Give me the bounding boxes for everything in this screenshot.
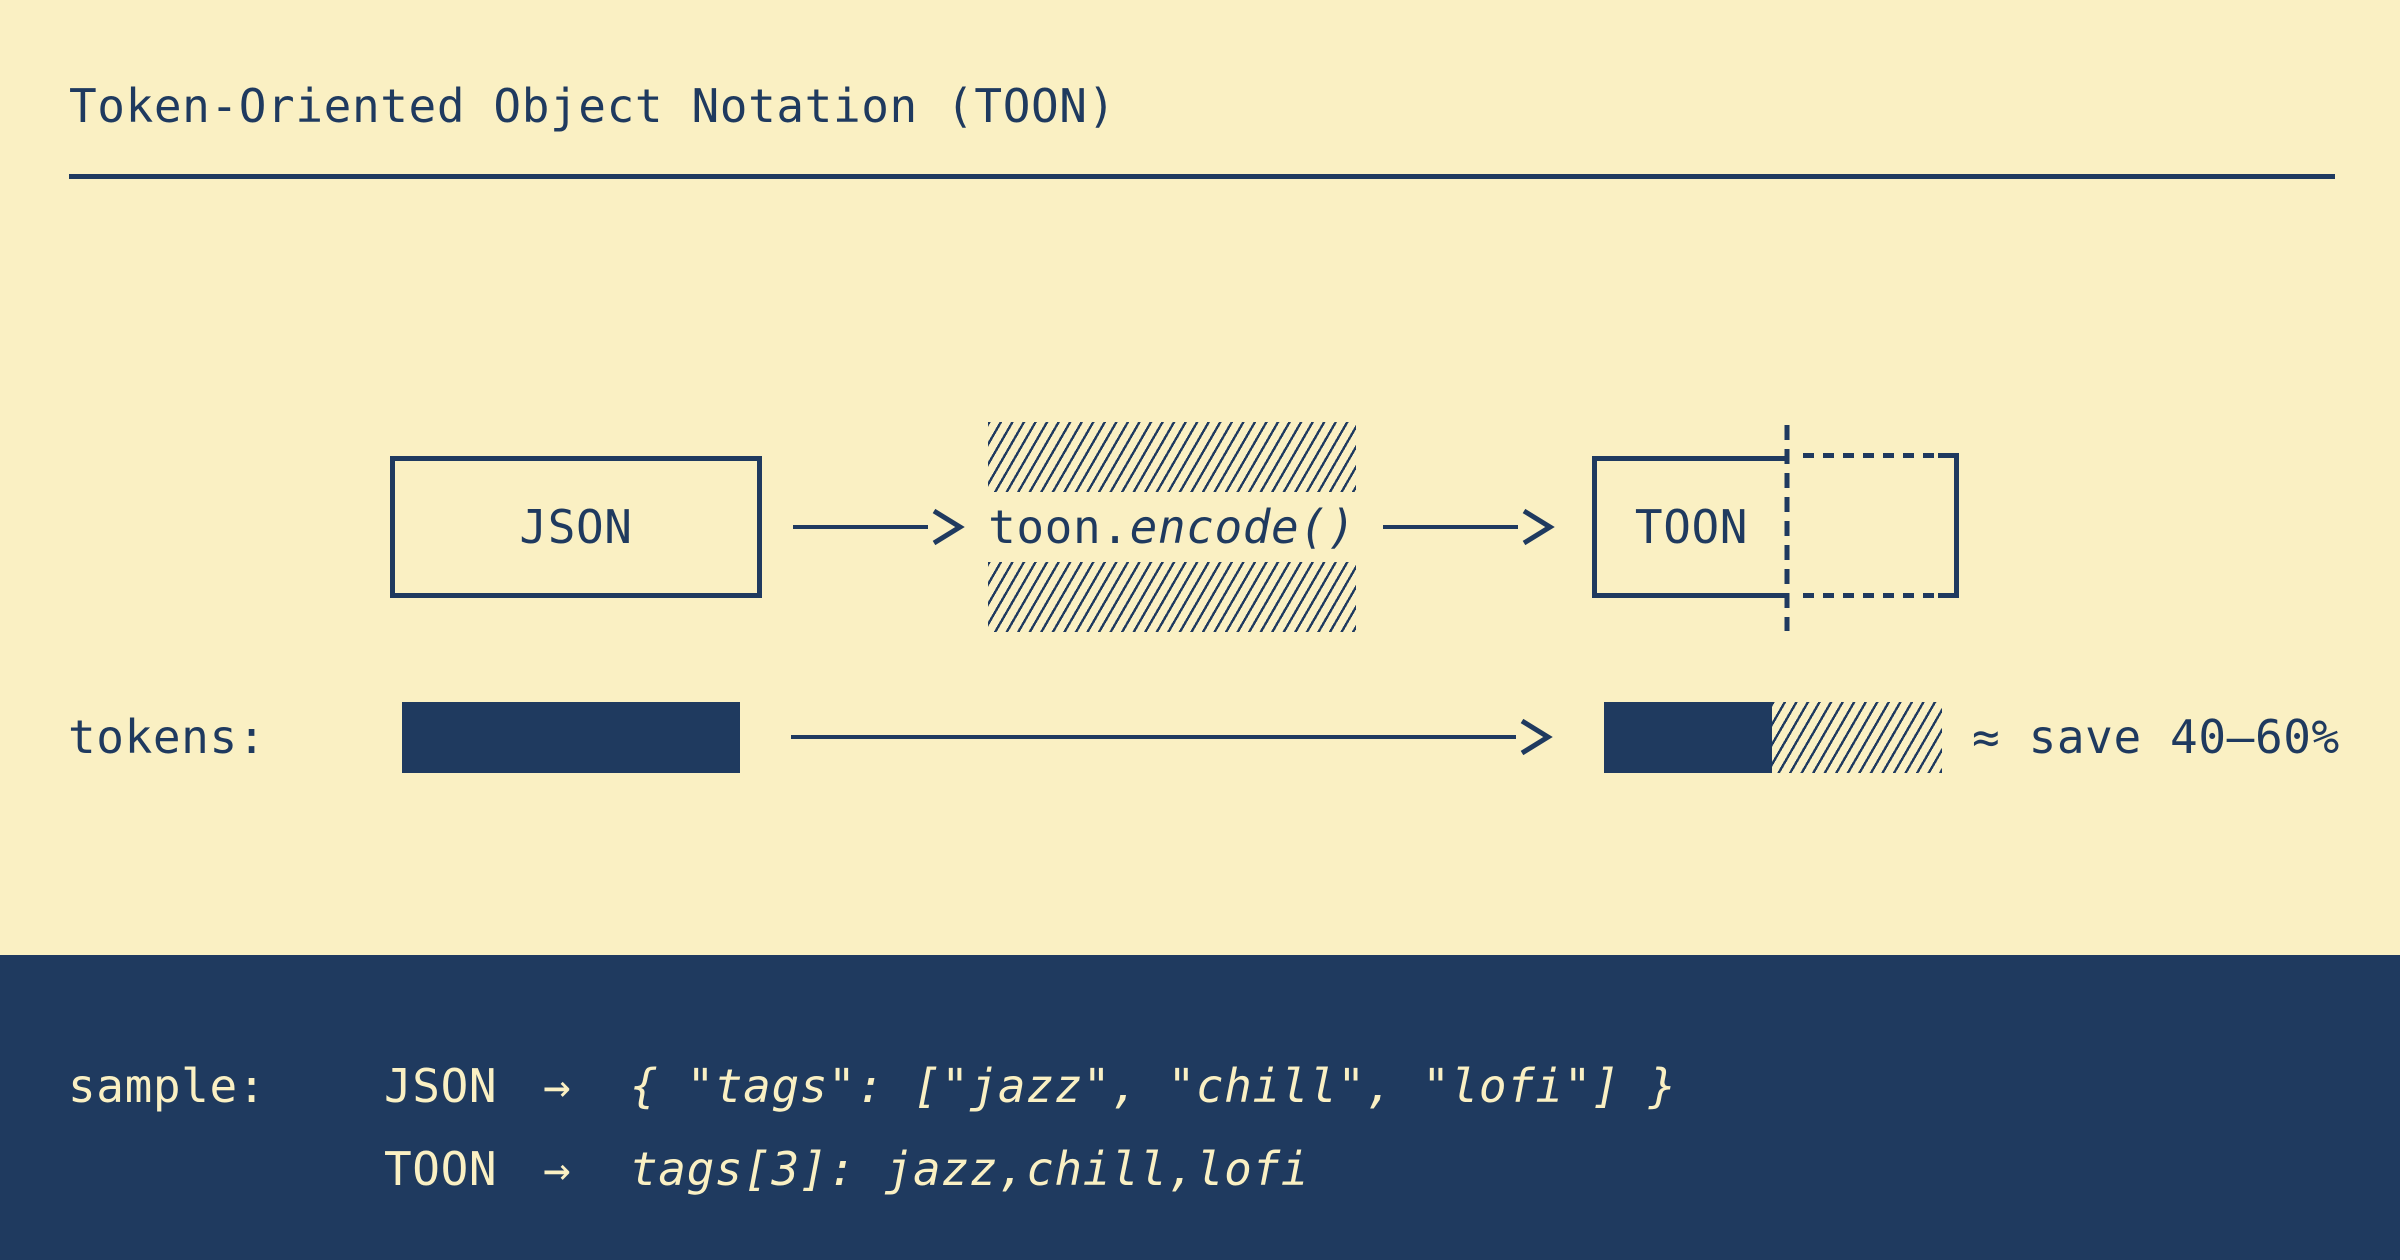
toon-token-bar-saved-hatch [1772, 702, 1942, 773]
arrow-right-icon: → [543, 1142, 572, 1196]
json-input-box: JSON [390, 456, 762, 598]
sample-row-toon-code: tags[3]: jazz,chill,lofi [630, 1142, 1310, 1196]
toon-token-bar-solid [1604, 702, 1772, 773]
ghost-extension-box [1803, 453, 1959, 598]
sample-row-toon-format: TOON [384, 1142, 498, 1196]
savings-note: ≈ save 40–60% [1972, 710, 2340, 764]
encoder-hatch-bottom [988, 562, 1356, 632]
json-token-bar [402, 702, 740, 773]
sample-row-json-format: JSON [384, 1059, 498, 1113]
sample-row-json-code: { "tags": ["jazz", "chill", "lofi"] } [630, 1059, 1677, 1113]
arrow-right-icon [791, 718, 1553, 756]
arrow-right-icon [1383, 508, 1555, 546]
encoder-prefix: toon. [988, 500, 1130, 554]
sample-panel: sample: JSON → { "tags": ["jazz", "chill… [0, 955, 2400, 1260]
cut-dashed-line [1784, 425, 1790, 631]
toon-output-label: TOON [1634, 500, 1749, 554]
sample-label: sample: [68, 1059, 267, 1113]
page-title: Token-Oriented Object Notation (TOON) [69, 79, 1116, 133]
tokens-label: tokens: [68, 710, 267, 764]
encoder-hatch-top [988, 422, 1356, 492]
toon-output-box: TOON [1592, 456, 1786, 598]
arrow-right-icon [793, 508, 965, 546]
title-underline [69, 174, 2335, 179]
arrow-right-icon: → [543, 1059, 572, 1113]
encoder-call-text: toon.encode() [988, 492, 1356, 562]
encoder-method: encode() [1129, 500, 1356, 554]
json-input-label: JSON [519, 500, 633, 554]
